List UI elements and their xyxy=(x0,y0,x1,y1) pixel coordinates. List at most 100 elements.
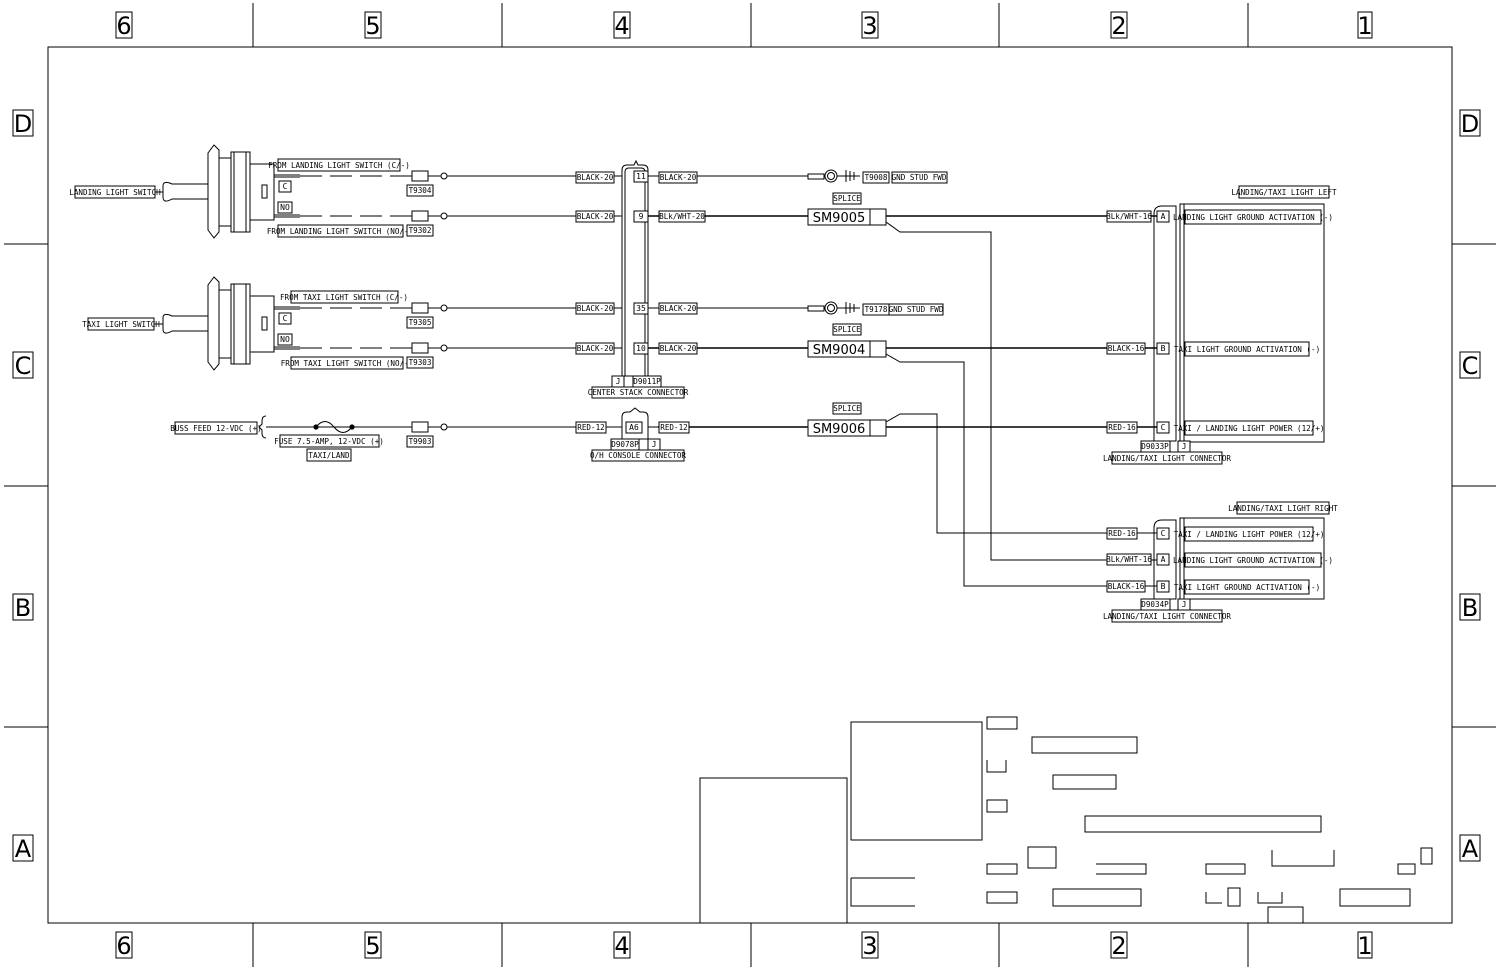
landing-taxi-light-left: LANDING/TAXI LIGHT LEFT A B C LANDING LI… xyxy=(1103,185,1337,465)
harness-wires-right: BLk/WHT-16 BLACK-16 RED-16 RED-16 BLk/WH… xyxy=(885,210,1157,593)
center-stack-pin: 35 xyxy=(636,304,646,313)
center-stack-part: D9011P xyxy=(633,377,661,386)
terminal-t9304: T9304 xyxy=(409,186,432,195)
ground-studs: T9008 GND STUD FWD T9178 GND STUD FWD xyxy=(807,169,948,316)
harness-wires-middle: BLACK-20 BLk/WHT-20 BLACK-20 BLACK-20 RE… xyxy=(648,171,808,434)
zone-row-left-b: B xyxy=(15,594,31,622)
terminal-t9903: T9903 xyxy=(409,437,432,446)
zone-col-top-2: 2 xyxy=(1111,12,1126,40)
wire-label: BLACK-20 xyxy=(660,344,697,353)
zone-col-bottom-3: 3 xyxy=(862,932,877,960)
wire-label: RED-12 xyxy=(577,423,604,432)
zone-col-bottom-1: 1 xyxy=(1357,932,1372,960)
zone-row-right-a: A xyxy=(1462,835,1479,863)
zone-col-bottom-6: 6 xyxy=(116,932,131,960)
console-j: J xyxy=(652,440,657,449)
light-right-func: TAXI LIGHT GROUND ACTIVATION (-) xyxy=(1174,583,1320,592)
wire-label: BLk/WHT-16 xyxy=(1106,555,1152,564)
center-stack-pin: 11 xyxy=(636,172,646,181)
light-left-func: TAXI / LANDING LIGHT POWER (12/+) xyxy=(1174,424,1325,433)
ground-label: GND STUD FWD xyxy=(889,305,944,314)
light-left-pin: A xyxy=(1161,212,1166,221)
light-right-pin: A xyxy=(1161,555,1166,564)
light-left-title: LANDING/TAXI LIGHT LEFT xyxy=(1231,188,1337,197)
ground-id: T9178 xyxy=(865,305,888,314)
ground-id: T9008 xyxy=(865,173,888,182)
wire-label: BLACK-20 xyxy=(577,344,614,353)
wire-label: RED-12 xyxy=(660,423,687,432)
wire-label: BLACK-20 xyxy=(660,173,697,182)
center-stack-pin: 9 xyxy=(639,212,644,221)
buss-feed-label: BUSS FEED 12-VDC (+) xyxy=(170,424,261,433)
wire-label: BLACK-16 xyxy=(1108,582,1145,591)
center-stack-pin: 10 xyxy=(636,344,646,353)
landing-wire-c-label: FROM LANDING LIGHT SWITCH (C/-) xyxy=(268,161,410,170)
toggle-lever-icon xyxy=(162,181,209,202)
zone-row-left-d: D xyxy=(14,110,32,138)
light-left-pin: C xyxy=(1161,423,1166,432)
wire-label: BLACK-20 xyxy=(660,304,697,313)
sheet-frame: 6 5 4 3 2 1 6 5 4 3 2 1 D C B A D C B A xyxy=(4,3,1496,967)
fuse-label: FUSE 7.5-AMP, 12-VDC (+) xyxy=(274,437,384,446)
oh-console-connector: A6 D9078P J O/H CONSOLE CONNECTOR xyxy=(590,407,686,462)
landing-light-switch: LANDING LIGHT SWITCH C NO FROM LANDING L… xyxy=(69,144,413,239)
wire-label: BLk/WHT-20 xyxy=(659,212,705,221)
light-left-j: J xyxy=(1182,442,1187,451)
zone-row-right-c: C xyxy=(1462,352,1479,380)
light-right-func: TAXI / LANDING LIGHT POWER (12/+) xyxy=(1174,530,1325,539)
zone-col-top-1: 1 xyxy=(1357,12,1372,40)
zone-row-left-c: C xyxy=(15,352,32,380)
taxi-switch-pin-c: C xyxy=(283,314,288,323)
zone-col-top-4: 4 xyxy=(614,12,629,40)
light-left-func: LANDING LIGHT GROUND ACTIVATION (-) xyxy=(1173,213,1333,222)
taxi-light-switch: TAXI LIGHT SWITCH C NO FROM TAXI LIGHT S… xyxy=(82,276,414,371)
terminal-t9302: T9302 xyxy=(409,226,432,235)
wire-label: BLACK-16 xyxy=(1108,344,1145,353)
splice-label: SPLICE xyxy=(833,325,861,334)
wire-label: RED-16 xyxy=(1108,529,1136,538)
terminal-t9303: T9303 xyxy=(409,358,432,367)
light-left-pin: B xyxy=(1161,344,1166,353)
fuse-tag: TAXI/LAND xyxy=(308,451,350,460)
zone-col-bottom-2: 2 xyxy=(1111,932,1126,960)
taxi-wire-c-label: FROM TAXI LIGHT SWITCH (C/-) xyxy=(280,293,408,302)
light-right-title: LANDING/TAXI LIGHT RIGHT xyxy=(1228,504,1338,513)
splice-sm9004: SM9004 xyxy=(813,343,866,358)
taxi-wire-no-label: FROM TAXI LIGHT SWITCH (NO/-) xyxy=(281,359,414,368)
drawing-border xyxy=(47,46,1453,924)
zone-col-bottom-4: 4 xyxy=(614,932,629,960)
console-part: D9078P xyxy=(611,440,639,449)
landing-switch-pin-c: C xyxy=(283,182,288,191)
harness-wires-left: BLACK-20 BLACK-20 BLACK-20 BLACK-20 RED-… xyxy=(447,171,622,434)
light-right-pin: B xyxy=(1161,582,1166,591)
console-pin: A6 xyxy=(629,423,639,432)
light-left-connector: LANDING/TAXI LIGHT CONNECTOR xyxy=(1103,454,1231,463)
zone-col-top-3: 3 xyxy=(862,12,877,40)
terminals: T9304 T9302 T9305 T9303 T9903 xyxy=(406,170,448,448)
ground-label: GND STUD FWD xyxy=(892,173,947,182)
wire-label: BLk/WHT-16 xyxy=(1106,212,1152,221)
taxi-switch-label: TAXI LIGHT SWITCH xyxy=(82,320,160,329)
light-left-part: D9033P xyxy=(1141,442,1169,451)
taxi-switch-pin-no: NO xyxy=(280,335,290,344)
zone-col-bottom-5: 5 xyxy=(365,932,380,960)
zone-row-right-b: B xyxy=(1462,594,1478,622)
title-block xyxy=(699,716,1433,924)
light-right-pin: C xyxy=(1161,529,1166,538)
terminal-t9305: T9305 xyxy=(409,318,432,327)
landing-switch-pin-no: NO xyxy=(280,203,290,212)
zone-col-top-6: 6 xyxy=(116,12,131,40)
landing-wire-no-label: FROM LANDING LIGHT SWITCH (NO/-) xyxy=(267,227,413,236)
light-right-j: J xyxy=(1182,600,1187,609)
wire-label: BLACK-20 xyxy=(577,304,614,313)
wire-label: RED-16 xyxy=(1108,423,1136,432)
light-right-part: D9034P xyxy=(1141,600,1169,609)
splice-sm9006: SM9006 xyxy=(813,422,866,437)
center-stack-connector: 11 9 35 10 J D9011P CENTER STACK CONNECT… xyxy=(588,159,689,399)
light-right-func: LANDING LIGHT GROUND ACTIVATION (-) xyxy=(1173,556,1333,565)
splices: SPLICE SM9005 SPLICE SM9004 SPLICE SM900… xyxy=(807,192,887,437)
zone-col-top-5: 5 xyxy=(365,12,380,40)
center-stack-name: CENTER STACK CONNECTOR xyxy=(588,388,689,397)
